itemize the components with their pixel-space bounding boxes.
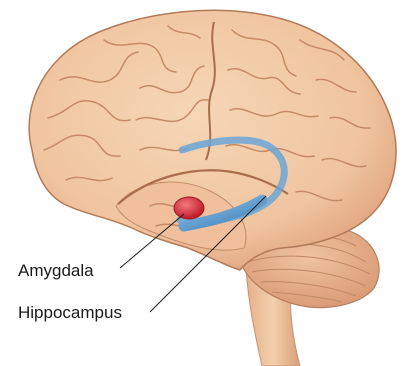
amygdala [174, 197, 204, 219]
amygdala-label: Amygdala [18, 261, 94, 280]
hippocampus-label: Hippocampus [18, 303, 122, 322]
